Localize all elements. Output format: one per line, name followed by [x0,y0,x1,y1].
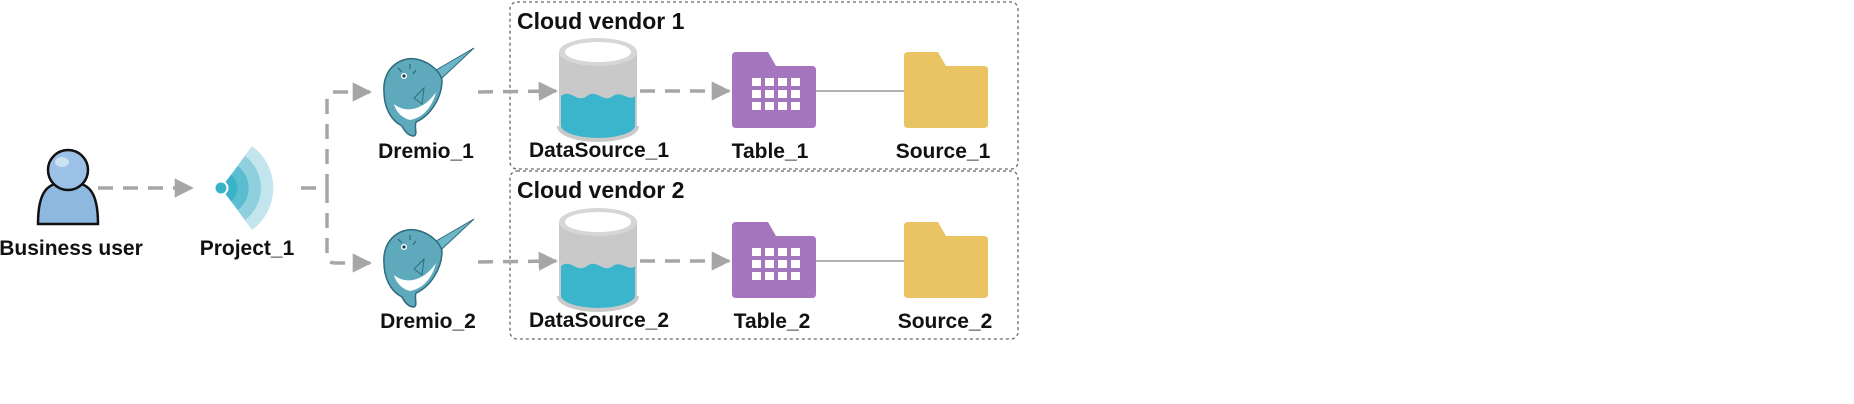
group-label-cloud-vendor-1: Cloud vendor 1 [517,8,685,34]
project-icon [213,146,274,230]
label-table-1: Table_1 [732,140,809,163]
edge-dremio-2-to-datasource-2 [477,251,558,271]
label-table-2: Table_2 [734,310,811,333]
folder-icon [904,52,988,128]
table-icon [732,222,816,298]
edge-project-to-dremio-2 [325,188,372,273]
label-source-2: Source_2 [898,310,993,333]
edge-project-to-dremio-1 [301,82,372,190]
user-icon [36,148,100,226]
group-box-cloud-vendor-1 [509,1,1019,170]
table-icon [732,52,816,128]
group-label-cloud-vendor-2: Cloud vendor 2 [517,177,684,203]
group-box-cloud-vendor-2 [509,170,1019,340]
label-datasource-1: DataSource_1 [529,139,669,162]
label-dremio-2: Dremio_2 [380,310,476,333]
folder-icon [904,222,988,298]
label-source-1: Source_1 [896,140,991,163]
label-project: Project_1 [200,237,295,260]
database-icon [557,36,639,142]
label-business-user: Business user [0,237,143,260]
label-datasource-2: DataSource_2 [529,309,669,332]
edge-dremio-1-to-datasource-1 [477,81,558,101]
label-dremio-1: Dremio_1 [378,140,474,163]
database-icon [557,206,639,312]
narwhal-icon [383,47,475,137]
narwhal-icon [383,218,475,308]
